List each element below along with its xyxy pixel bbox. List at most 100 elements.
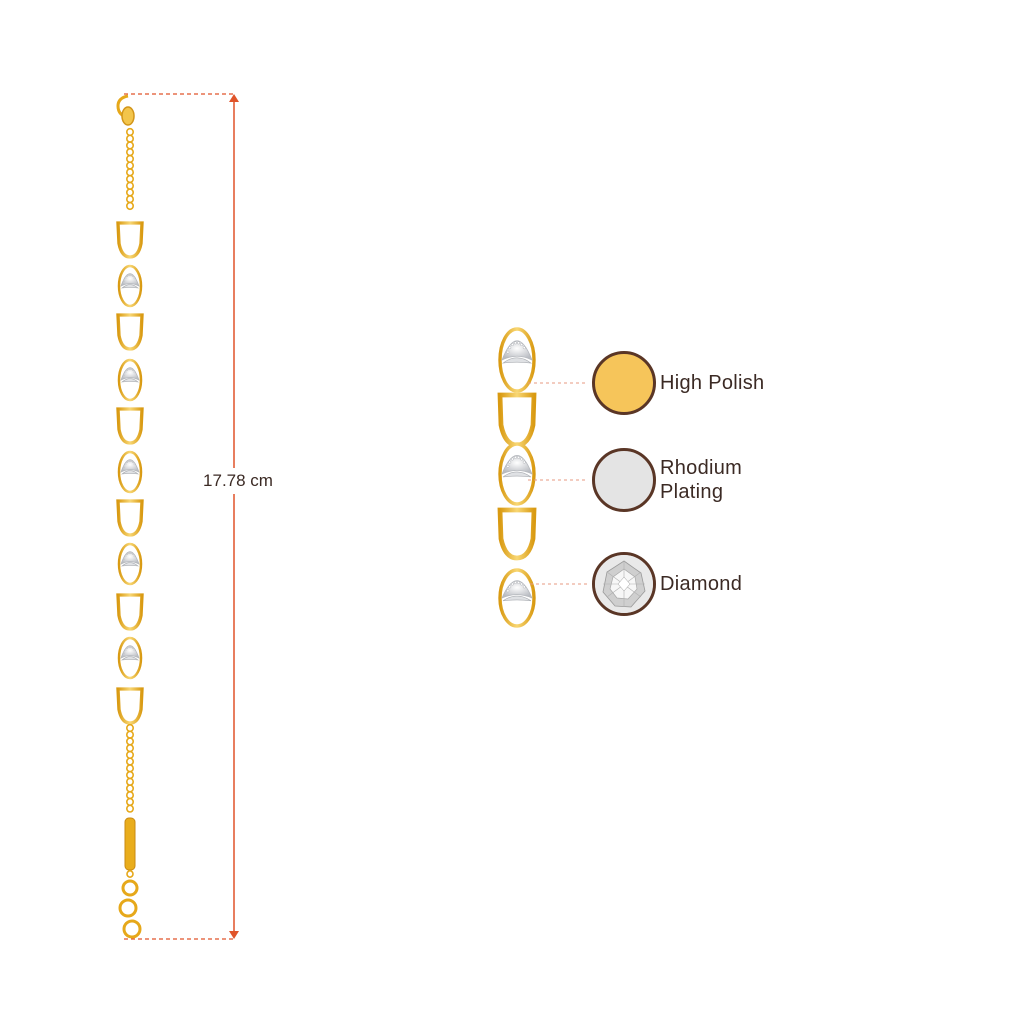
arrow-head-bottom-icon	[229, 931, 239, 939]
pave-diamond	[133, 277, 136, 280]
gold-shield-link	[116, 313, 144, 351]
chain-link	[126, 181, 135, 190]
pave-diamond	[123, 373, 126, 376]
legend-label-high-polish: High Polish	[660, 372, 765, 394]
rhodium-swatch-icon	[592, 448, 656, 512]
chain-link	[126, 743, 135, 753]
chain-link	[126, 804, 135, 813]
chain-link	[126, 195, 135, 204]
chain-link	[126, 127, 135, 137]
diamond-swatch-icon	[592, 552, 656, 616]
chain-link	[126, 154, 135, 164]
chain-link	[126, 148, 135, 157]
pave-diamond	[131, 369, 134, 372]
rhodium-pave-band	[121, 656, 139, 661]
rhodium-pave-band	[501, 357, 533, 364]
chain-link	[126, 870, 134, 878]
bracelet-full-view	[116, 94, 144, 939]
arrow-head-top-icon	[229, 94, 239, 102]
pave-diamond	[133, 555, 136, 558]
chain-link	[126, 201, 135, 211]
pave-diamond	[127, 367, 130, 370]
chain-link	[126, 730, 135, 739]
gold-swatch-icon	[592, 351, 656, 415]
pave-diamond	[127, 459, 130, 462]
pave-diamond	[124, 371, 127, 374]
legend-item-rhodium-plating: Rhodium Plating	[592, 448, 820, 512]
pave-diamond	[514, 341, 517, 345]
pave-diamond	[124, 649, 127, 652]
chain-link	[126, 141, 135, 150]
pave-diamond	[126, 369, 129, 372]
legend-item-diamond: Diamond	[592, 552, 820, 616]
pave-diamond	[514, 456, 517, 459]
pave-diamond	[130, 551, 133, 554]
pave-diamond	[130, 273, 133, 276]
pave-diamond	[517, 456, 520, 459]
rhodium-pave-band	[121, 378, 139, 383]
extender-bar	[124, 817, 136, 871]
pave-diamond	[131, 461, 134, 464]
gold-shield-link	[116, 221, 144, 259]
pave-diamond	[508, 460, 512, 464]
chain-link	[126, 737, 135, 746]
extender-ring	[118, 898, 138, 918]
pave-diamond	[506, 350, 510, 354]
chain-link	[126, 770, 135, 780]
pave-diamond	[522, 346, 526, 350]
gold-shield-link	[497, 507, 537, 561]
bracelet-detail-view	[497, 327, 537, 628]
pave-diamond	[133, 463, 136, 466]
chain-link	[126, 777, 135, 786]
gold-shield-link	[116, 407, 144, 445]
pave-diamond	[126, 647, 129, 650]
pave-diamond	[133, 649, 136, 652]
pave-diamond	[131, 553, 134, 556]
lobster-clasp-body	[121, 106, 135, 126]
pave-diamond	[522, 585, 526, 589]
pave-diamond	[123, 557, 126, 560]
chain-link	[126, 723, 135, 733]
chain-link	[126, 784, 135, 793]
chain-link	[126, 168, 135, 177]
length-measurement	[124, 93, 239, 940]
rhodium-pave-band	[121, 470, 139, 475]
pave-diamond	[508, 585, 512, 589]
pave-diamond	[131, 647, 134, 650]
pave-diamond	[520, 457, 524, 461]
pave-diamond	[517, 341, 520, 345]
rhodium-pave-band	[502, 595, 532, 602]
pave-diamond	[130, 367, 133, 370]
legend-item-high-polish: High Polish	[592, 351, 820, 415]
chain-link	[126, 134, 135, 143]
chain-link	[126, 161, 135, 170]
chain-link	[126, 764, 135, 773]
gold-shield-link	[116, 593, 144, 631]
pave-diamond	[126, 461, 129, 464]
rhodium-pave-top	[501, 455, 533, 475]
gold-shield-link	[116, 687, 144, 725]
pave-diamond	[514, 581, 517, 584]
rhodium-pave-band	[502, 471, 532, 478]
pave-diamond	[126, 275, 129, 278]
pave-diamond	[510, 582, 514, 586]
pave-diamond	[130, 459, 133, 462]
chain-link	[126, 797, 135, 807]
length-label: 17.78 cm	[186, 468, 290, 494]
pave-diamond	[520, 582, 524, 586]
pave-diamond	[123, 651, 126, 654]
rhodium-pave-band	[121, 284, 139, 289]
chain-link	[126, 757, 135, 766]
chain-link	[126, 174, 135, 184]
pave-diamond	[124, 277, 127, 280]
pave-diamond	[510, 343, 514, 346]
pave-diamond	[124, 555, 127, 558]
pave-diamond	[133, 371, 136, 374]
pave-diamond	[131, 275, 134, 278]
diamond-facets-icon	[595, 555, 653, 613]
chain-link	[126, 750, 135, 760]
pave-diamond	[123, 465, 126, 468]
pave-diamond	[506, 589, 510, 593]
pave-diamond	[126, 553, 129, 556]
